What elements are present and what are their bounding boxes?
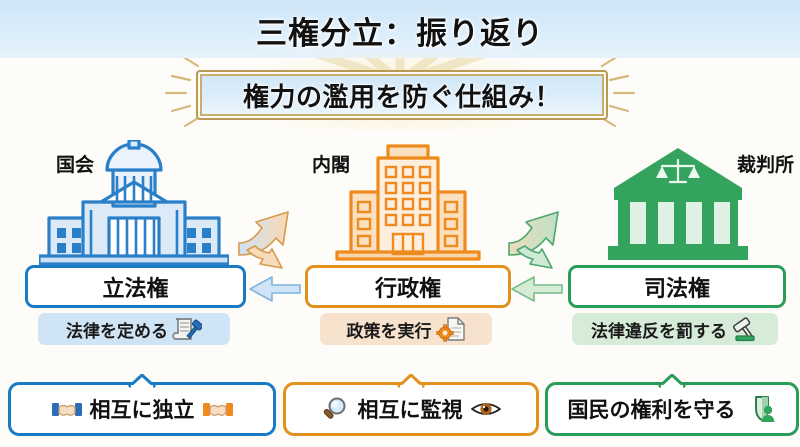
callout-executive[interactable]: 相互に監視 xyxy=(283,373,539,436)
document-gear-icon xyxy=(435,316,466,342)
page-title: 三権分立：振り返り xyxy=(256,16,544,51)
gavel-icon xyxy=(731,316,759,342)
callout-label-executive: 相互に監視 xyxy=(357,399,463,422)
power-label-judicial: 司法権 xyxy=(643,275,710,301)
callout-judicial[interactable]: 国民の権利を守る xyxy=(545,373,799,436)
diet-building-icon xyxy=(37,138,231,275)
organ-label-judicial: 裁判所 xyxy=(736,155,794,176)
shield-person-icon xyxy=(743,395,777,423)
header-band: 三権分立：振り返り xyxy=(0,0,800,58)
callout-label-legislative: 相互に独立 xyxy=(89,399,195,422)
magnifier-icon xyxy=(321,396,351,422)
branch-column-judicial: 裁判所 xyxy=(552,140,800,310)
organ-label-legislative: 国会 xyxy=(56,155,95,176)
callout-label-judicial: 国民の権利を守る xyxy=(567,399,736,422)
power-box-judicial[interactable]: 司法権 xyxy=(568,265,786,308)
office-building-icon xyxy=(333,140,483,270)
callout-notch-legislative xyxy=(127,373,157,393)
handshake-orange-icon xyxy=(202,396,234,422)
subtitle-banner: 権力の濫用を防ぐ仕組み！ xyxy=(196,70,608,120)
duty-pill-executive: 政策を実行 xyxy=(320,313,492,345)
callout-notch-executive xyxy=(396,373,426,393)
courthouse-icon xyxy=(608,140,748,270)
duty-label-legislative: 法律を定める xyxy=(66,321,168,341)
power-label-executive: 行政権 xyxy=(374,275,441,301)
handshake-blue-icon xyxy=(51,396,83,422)
callout-notch-judicial xyxy=(657,373,687,393)
duty-pill-judicial: 法律違反を罰する xyxy=(572,313,778,345)
subtitle-text: 権力の濫用を防ぐ仕組み！ xyxy=(242,81,561,112)
organ-label-executive: 内閣 xyxy=(312,155,351,176)
scroll-gavel-icon xyxy=(172,316,204,342)
eye-icon xyxy=(470,397,502,421)
branch-column-legislative: 国会 xyxy=(8,138,260,310)
branch-column-executive: 内閣 xyxy=(282,140,534,310)
duty-pill-legislative: 法律を定める xyxy=(38,313,230,345)
callout-legislative[interactable]: 相互に独立 xyxy=(8,373,276,436)
duty-label-judicial: 法律違反を罰する xyxy=(591,321,727,341)
power-box-executive[interactable]: 行政権 xyxy=(305,265,511,308)
power-label-legislative: 立法権 xyxy=(102,275,169,301)
duty-label-executive: 政策を実行 xyxy=(346,321,432,341)
power-box-legislative[interactable]: 立法権 xyxy=(25,265,246,308)
